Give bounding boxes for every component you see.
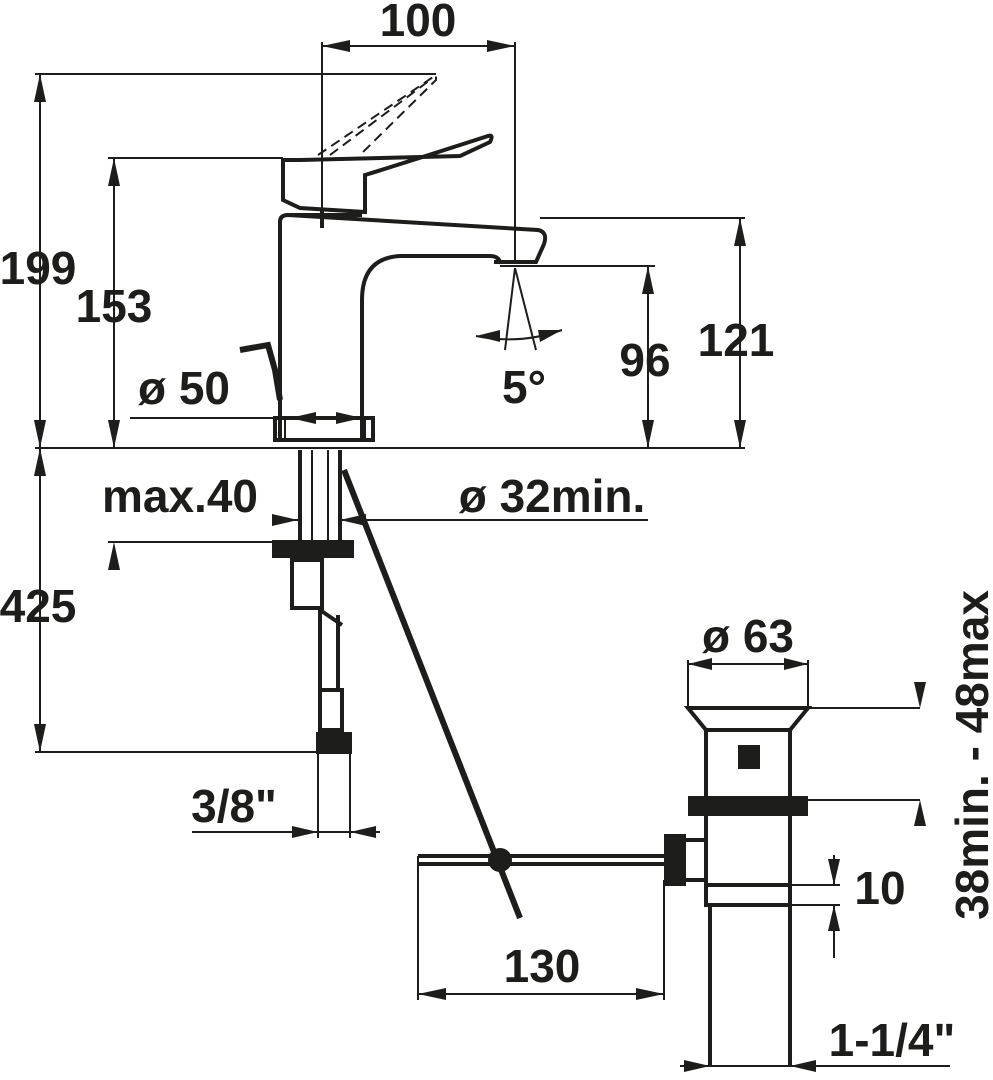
- dim-spout-clearance: 96: [619, 334, 670, 386]
- dim-waste-diameter: ø 63: [702, 610, 794, 662]
- waste-assembly: [418, 706, 813, 1065]
- dim-hose-length: 425: [0, 580, 76, 632]
- dim-base-diameter: ø 50: [138, 362, 230, 414]
- dim-waste-thread: 1-1/4": [829, 1014, 956, 1066]
- dim-waste-range: 38min. - 48max: [946, 590, 993, 920]
- dim-spout-height: 121: [698, 314, 775, 366]
- dim-connection-thread: 3/8": [191, 780, 277, 832]
- dim-rod-length: 130: [504, 940, 581, 992]
- below-deck-assembly: [272, 450, 523, 920]
- dim-spout-reach: 100: [380, 0, 457, 46]
- dim-hole-diameter: ø 32min.: [459, 470, 646, 522]
- lever-raised-dashed: [317, 73, 437, 156]
- lever-handle: [281, 133, 494, 228]
- dim-max-deck-thickness: max.40: [102, 470, 258, 522]
- faucet-body: [273, 212, 548, 442]
- dim-lever-height: 153: [76, 280, 153, 332]
- dim-swivel-angle: 5°: [502, 361, 546, 413]
- dim-overflow-offset: 10: [854, 862, 905, 914]
- pullrod-knob: [239, 341, 283, 401]
- dim-total-height: 199: [0, 242, 76, 294]
- dimension-lines: [34, 40, 950, 1072]
